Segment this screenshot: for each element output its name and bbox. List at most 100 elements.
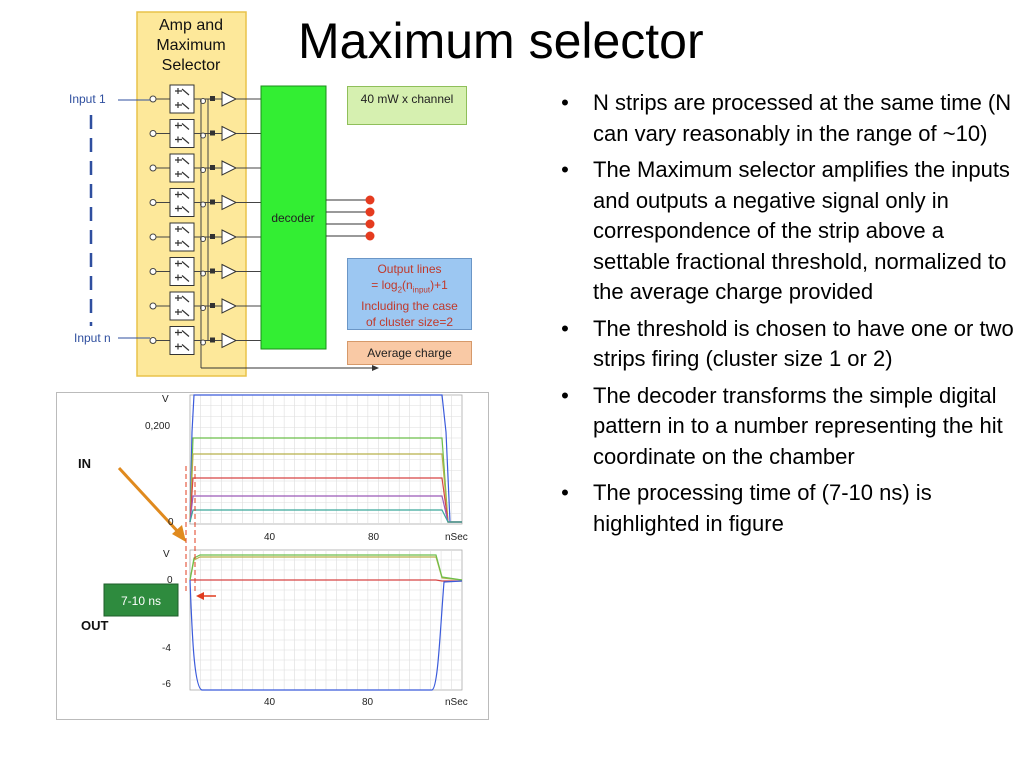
output-dot	[365, 195, 375, 205]
amplifier-triangle	[221, 229, 238, 245]
input-terminal	[149, 268, 157, 275]
amplifier-triangle	[221, 194, 238, 211]
formula-sub-base: 2	[397, 285, 403, 295]
node-dot	[210, 165, 215, 170]
transistor-symbol	[175, 295, 190, 317]
out-label: OUT	[81, 618, 109, 633]
bottom-x-tick-80: 80	[362, 697, 374, 708]
formula-mid: (n	[402, 278, 413, 292]
bullet-dot: •	[561, 382, 569, 408]
node-dot	[210, 337, 215, 343]
formula-suffix: )+1	[430, 278, 448, 292]
amp-label-line-3: Selector	[161, 57, 221, 74]
average-charge-box: Average charge	[347, 341, 472, 365]
top-y-zero: 0	[168, 517, 174, 528]
bullet-dot: •	[561, 90, 569, 115]
power-label-box: 40 mW x channel	[347, 86, 467, 125]
bottom-x-tick-40: 40	[264, 697, 276, 708]
bottom-x-unit: nSec	[445, 697, 468, 708]
in-trace-teal	[189, 509, 462, 523]
channel-row	[149, 84, 261, 114]
out-trace-green	[189, 554, 463, 581]
bullet-text: The threshold is chosen to have one or t…	[593, 315, 1014, 372]
input-terminal	[149, 164, 157, 172]
input-terminal	[149, 95, 157, 103]
formula-sub-input: input	[412, 285, 431, 295]
transistor-symbol	[175, 191, 190, 213]
decoder-block	[260, 85, 327, 350]
bullet-text: N strips are processed at the same time …	[593, 90, 1012, 146]
bullet-text: The decoder transforms the simple digita…	[593, 382, 1003, 469]
bottom-y-unit: V	[163, 549, 170, 560]
node-dot	[210, 96, 215, 101]
timing-label: 7-10 ns	[121, 594, 161, 608]
input-terminal	[149, 337, 157, 344]
output-line-3: Including the case	[361, 299, 458, 314]
input-terminal	[149, 130, 157, 137]
top-x-unit: nSec	[445, 532, 468, 543]
scope-figure: 7-10 ns IN OUT V 0,200 0 40 80 nSec V 0 …	[56, 392, 489, 720]
channel-row	[149, 119, 261, 148]
bullet-dot: •	[561, 157, 569, 182]
bullet-list: • N strips are processed at the same time…	[555, 88, 1015, 545]
bullet-dot: •	[561, 480, 569, 505]
input-terminal	[149, 199, 157, 206]
top-y-unit: V	[162, 394, 169, 405]
transistor-symbol	[175, 260, 190, 282]
bullet-item: • The Maximum selector amplifies the inpu…	[555, 155, 1015, 308]
channel-row	[149, 188, 261, 217]
amplifier-triangle	[221, 125, 238, 142]
amplifier-triangle	[221, 332, 238, 349]
bullet-item: • The decoder transforms the simple digit…	[555, 381, 1015, 473]
in-arrow-head	[172, 525, 186, 542]
input-terminal	[149, 233, 157, 241]
amplifier-triangle	[221, 91, 238, 107]
output-formula: = log2(ninput)+1	[348, 277, 471, 298]
output-line-4: of cluster size=2	[365, 315, 454, 330]
amplifier-triangle	[221, 160, 238, 176]
top-x-tick-80: 80	[368, 532, 380, 543]
bottom-panel-grid	[190, 550, 462, 690]
amp-selector-label: Amp and Maximum Selector	[136, 16, 246, 76]
top-x-tick-40: 40	[264, 532, 276, 543]
input-1-label: Input 1	[69, 92, 106, 106]
bullet-item: •The threshold is chosen to have one or …	[555, 314, 1015, 375]
channel-row	[149, 326, 261, 355]
channel-row	[149, 257, 261, 286]
timing-box	[103, 583, 179, 617]
bullet-item: • The processing time of (7-10 ns) is hig…	[555, 478, 1015, 539]
channel-row	[149, 153, 261, 183]
output-lines	[326, 195, 375, 241]
amplifier-triangle	[221, 263, 238, 280]
transistor-symbol	[175, 122, 190, 144]
channel-row	[149, 291, 261, 321]
transistor-symbol	[175, 226, 190, 248]
in-arrow-line	[117, 466, 182, 536]
bullet-text: The Maximum selector amplifies the input…	[593, 157, 1010, 304]
average-charge-arrow	[372, 365, 379, 371]
bottom-y-minus4: -4	[162, 643, 171, 654]
decoder-label: decoder	[271, 211, 314, 225]
node-dot	[210, 303, 215, 308]
channel-row	[149, 222, 261, 252]
formula-prefix: = log	[371, 278, 398, 292]
bullet-text: The processing time of (7-10 ns) is high…	[593, 480, 932, 536]
node-dot	[210, 199, 215, 205]
top-y-tick: 0,200	[145, 421, 170, 432]
transistor-symbol	[175, 329, 190, 351]
out-trace-blue	[189, 579, 463, 691]
in-label: IN	[78, 456, 91, 471]
input-n-label: Input n	[74, 331, 111, 345]
amplifier-triangle	[221, 298, 238, 314]
bullet-item: • N strips are processed at the same time…	[555, 88, 1015, 149]
output-dot	[365, 231, 375, 241]
output-dot	[365, 207, 375, 217]
amp-label-line-1: Amp and	[158, 17, 224, 34]
schematic-diagram: decoder	[89, 11, 379, 377]
timing-arrow-head	[196, 592, 204, 600]
top-panel-grid	[190, 395, 462, 524]
node-dot	[210, 130, 215, 136]
node-dot	[210, 268, 215, 274]
output-line-1: Output lines	[377, 262, 442, 276]
output-dot	[365, 219, 375, 229]
